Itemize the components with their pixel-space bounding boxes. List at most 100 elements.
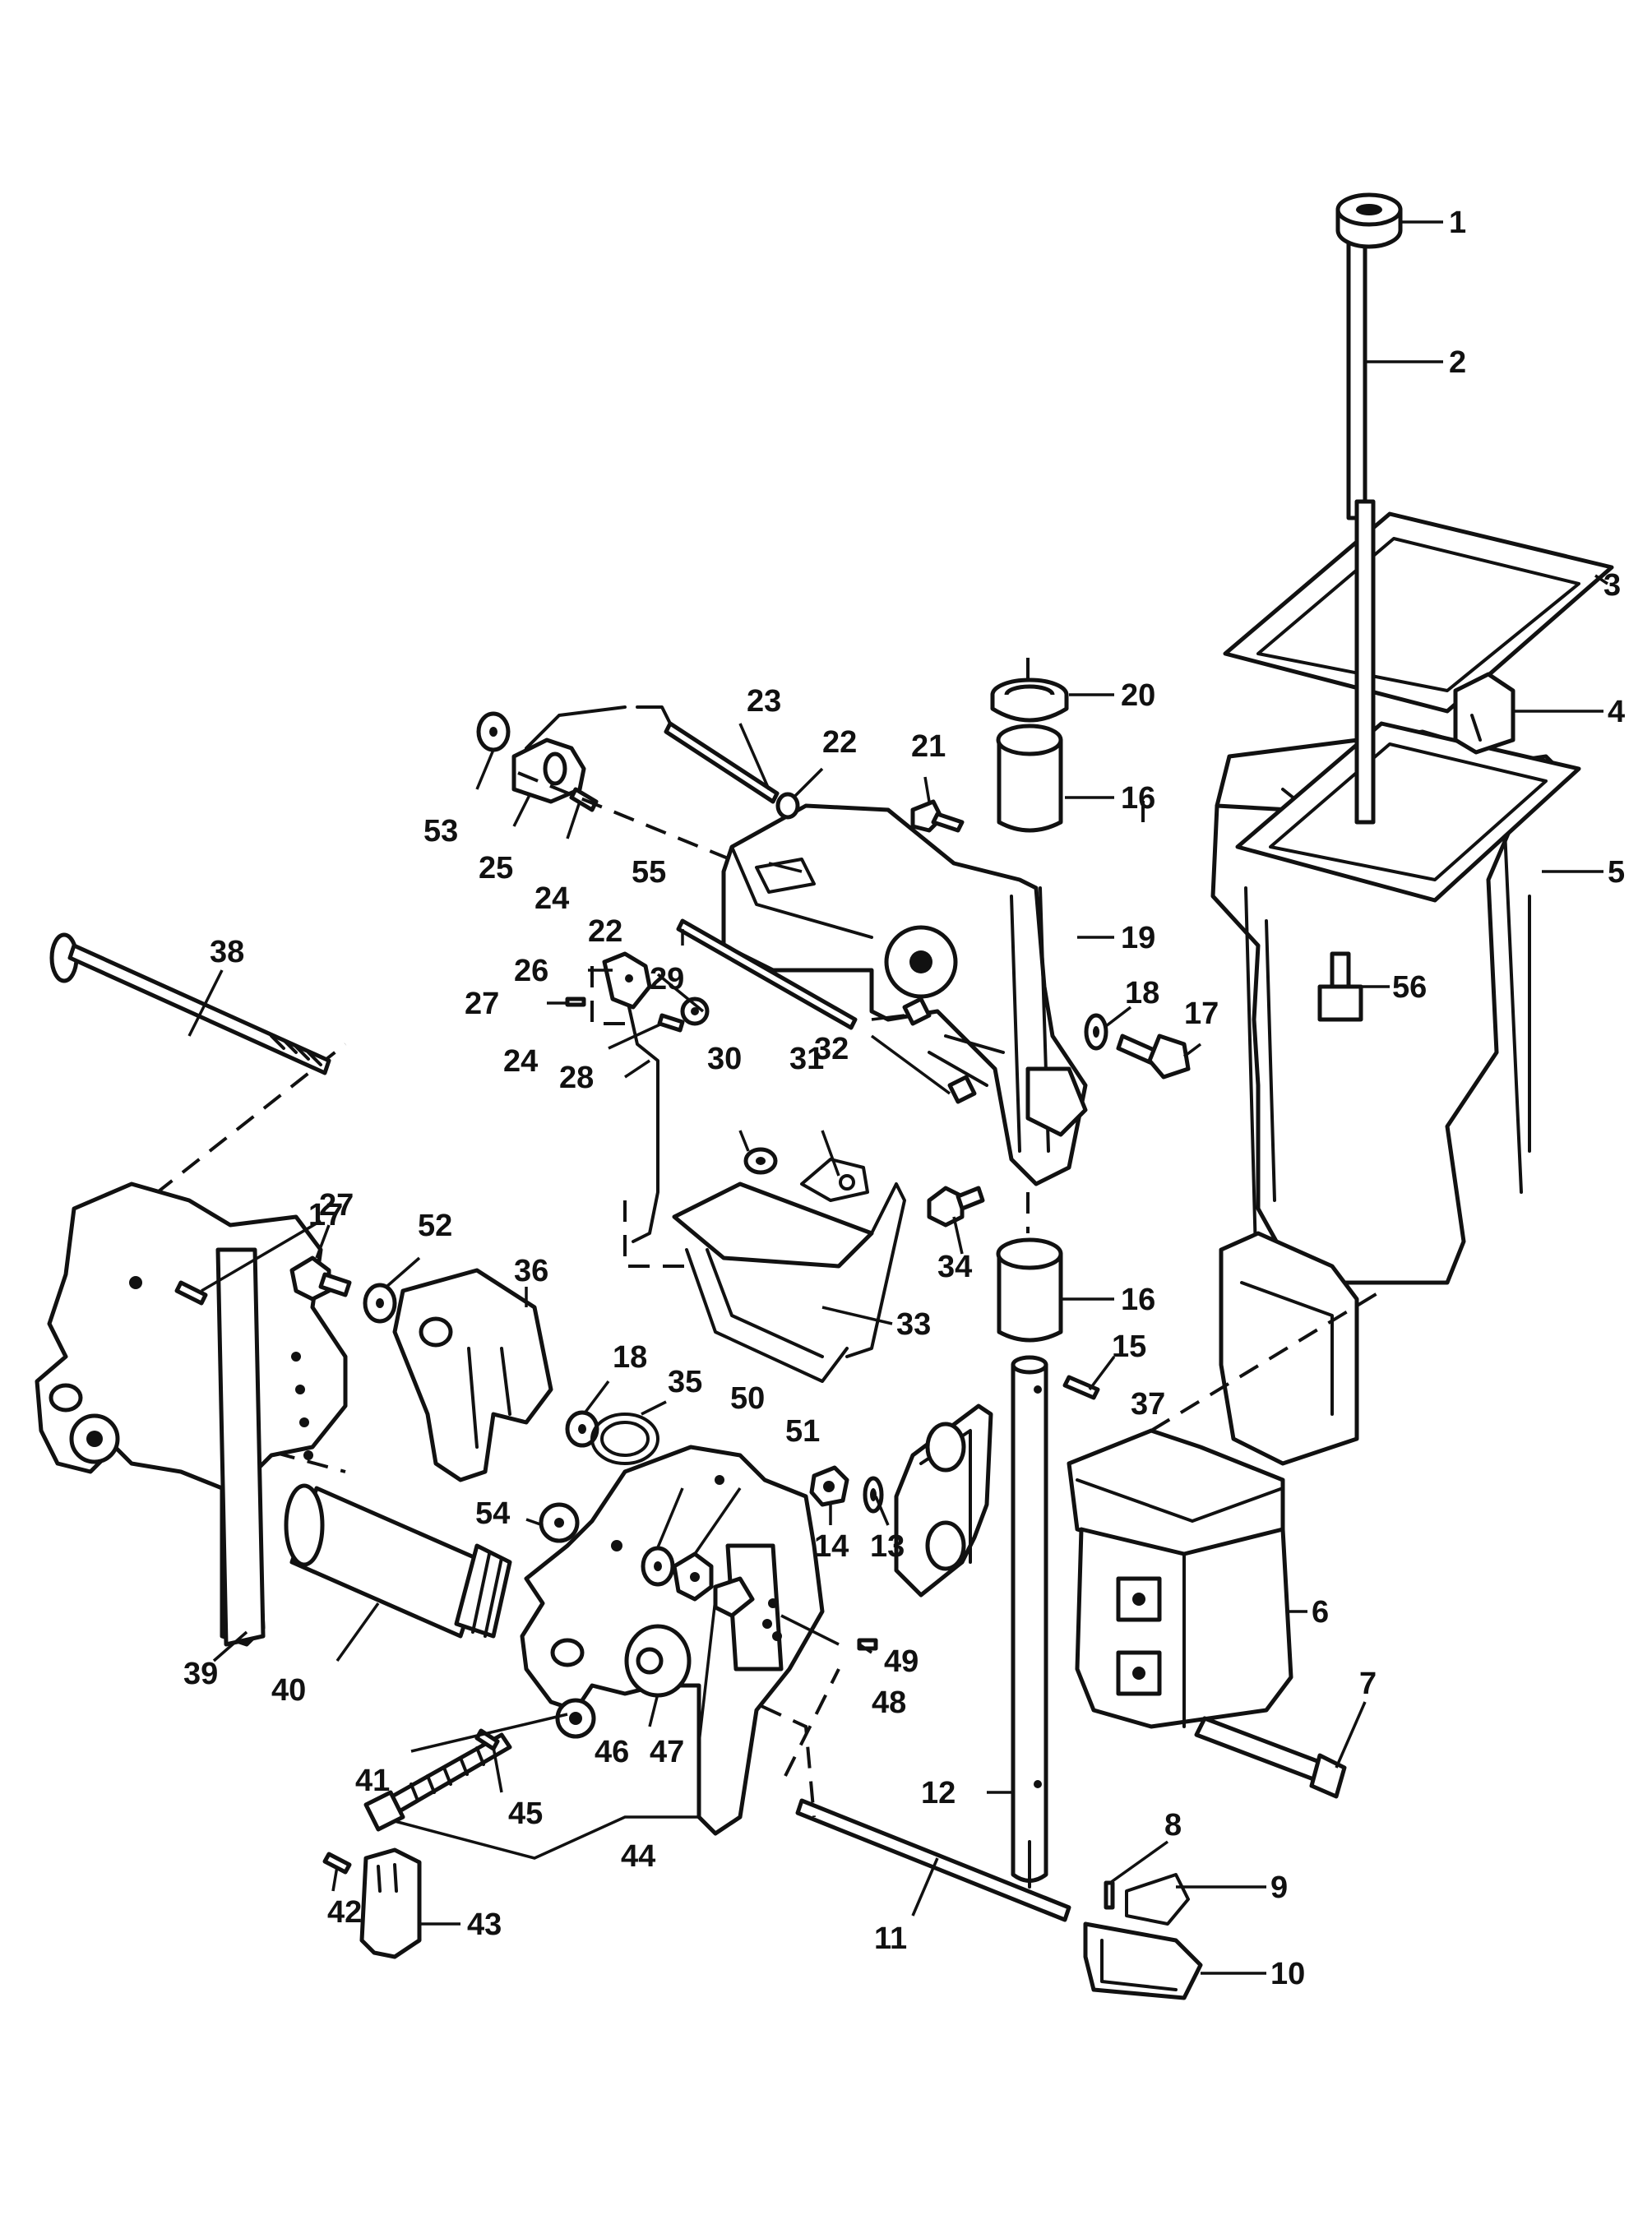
washer-52 xyxy=(363,1283,397,1324)
callout-17: 17 xyxy=(1184,996,1219,1031)
cam-26 xyxy=(602,951,652,1010)
through-bolt-38 xyxy=(49,932,331,1075)
callout-23: 23 xyxy=(747,684,781,719)
callout-40: 40 xyxy=(271,1673,306,1708)
knob-46 xyxy=(624,1624,692,1698)
bushing-upper xyxy=(996,724,1063,833)
callout-9: 9 xyxy=(1270,1870,1288,1905)
callout-24: 24 xyxy=(534,881,569,916)
washer-54 xyxy=(539,1502,580,1543)
callout-19: 19 xyxy=(1121,921,1155,955)
callout-28: 28 xyxy=(559,1061,594,1095)
washer-50 xyxy=(641,1546,675,1587)
callout-13: 13 xyxy=(870,1529,905,1564)
callout-33: 33 xyxy=(896,1307,931,1342)
pump-base-plate xyxy=(1235,721,1581,903)
grommet xyxy=(1335,192,1403,249)
callout-10: 10 xyxy=(1270,1957,1305,1991)
callout-2: 2 xyxy=(1449,345,1466,380)
driveshaft xyxy=(1340,204,1376,825)
callout-42: 42 xyxy=(327,1895,362,1930)
bracket-label-plate xyxy=(755,858,816,894)
pin-42 xyxy=(322,1852,352,1875)
callout-6: 6 xyxy=(1312,1595,1329,1630)
callout-56: 56 xyxy=(1392,970,1427,1005)
callout-20: 20 xyxy=(1121,678,1155,713)
bracket-clip-10 xyxy=(1083,1921,1203,2000)
bushing-lower xyxy=(996,1237,1063,1343)
callout-47: 47 xyxy=(650,1735,684,1769)
callout-50: 50 xyxy=(730,1381,765,1416)
callout-18b: 18 xyxy=(613,1340,647,1375)
callout-25: 25 xyxy=(479,851,513,885)
pin-27-upper xyxy=(565,996,586,1007)
washer-48 xyxy=(762,1619,772,1629)
washer-30 xyxy=(743,1147,778,1175)
callout-54: 54 xyxy=(475,1496,510,1531)
gasket xyxy=(1223,511,1614,714)
nut-14 xyxy=(809,1465,849,1507)
leader-lines xyxy=(187,220,1608,1975)
callout-17b: 17 xyxy=(308,1198,343,1232)
callout-43: 43 xyxy=(467,1907,502,1942)
callout-27b: 27 xyxy=(319,1188,354,1223)
pin-24-lower xyxy=(657,1013,685,1033)
callout-12: 12 xyxy=(921,1776,956,1810)
mount-bolt xyxy=(1194,1716,1347,1799)
callout-1: 1 xyxy=(1449,206,1466,240)
swivel-pin xyxy=(1011,1355,1048,1889)
callout-27: 27 xyxy=(465,987,499,1021)
callout-46: 46 xyxy=(595,1735,629,1769)
callout-32: 32 xyxy=(814,1032,849,1066)
pin-27-lower xyxy=(174,1280,208,1306)
lower-mount-yoke xyxy=(894,1403,993,1598)
grease-fittings-32 xyxy=(902,996,977,1104)
callout-21: 21 xyxy=(911,729,946,764)
callout-3: 3 xyxy=(1603,568,1621,603)
callout-31: 31 xyxy=(789,1042,824,1076)
callout-29: 29 xyxy=(650,962,684,996)
nut-22-lower xyxy=(680,996,710,1026)
callout-38: 38 xyxy=(210,935,244,969)
callout-35: 35 xyxy=(668,1365,702,1399)
callout-15: 15 xyxy=(1112,1329,1146,1364)
callout-14: 14 xyxy=(814,1529,849,1564)
callout-52: 52 xyxy=(418,1209,452,1243)
callout-4: 4 xyxy=(1608,695,1625,729)
lock-lever-33 xyxy=(672,1181,906,1383)
link-rod-28 xyxy=(627,1006,659,1243)
nut-22-upper xyxy=(775,792,800,820)
washer-18-lower xyxy=(565,1410,599,1448)
screw-21 xyxy=(910,799,965,833)
water-tube-seal xyxy=(1453,672,1515,755)
washer-53 xyxy=(476,711,511,752)
bolt-17-upper xyxy=(1116,1033,1191,1080)
callout-16: 16 xyxy=(1121,781,1155,816)
cam-25 xyxy=(511,705,627,804)
callout-51: 51 xyxy=(785,1414,820,1449)
callout-labels: 1 2 3 4 5 6 7 8 9 10 11 12 13 14 15 16 1… xyxy=(183,206,1625,1991)
clamp-bracket-left xyxy=(35,1181,348,1647)
callout-44: 44 xyxy=(621,1839,655,1874)
callout-49: 49 xyxy=(884,1644,919,1679)
spring-35 xyxy=(590,1413,659,1465)
callout-55: 55 xyxy=(632,855,666,890)
callout-41: 41 xyxy=(355,1764,390,1798)
retainer-pin xyxy=(1104,1880,1115,1910)
tilt-tube xyxy=(795,1798,1071,1922)
callout-18: 18 xyxy=(1125,976,1159,1010)
callout-53: 53 xyxy=(423,814,458,848)
bolt-17-lower xyxy=(289,1255,352,1302)
cylinder-40 xyxy=(284,1483,512,1639)
washer-18-upper xyxy=(1084,1013,1108,1051)
callout-11: 11 xyxy=(874,1921,907,1956)
spring-clip-9 xyxy=(1125,1873,1190,1926)
callout-34: 34 xyxy=(937,1250,972,1284)
callout-7: 7 xyxy=(1359,1667,1377,1701)
callout-22: 22 xyxy=(822,725,857,760)
lower-mount-6 xyxy=(1075,1527,1293,1729)
callout-45: 45 xyxy=(508,1796,543,1831)
handle-43 xyxy=(359,1847,422,1959)
bolt-34 xyxy=(927,1186,985,1228)
